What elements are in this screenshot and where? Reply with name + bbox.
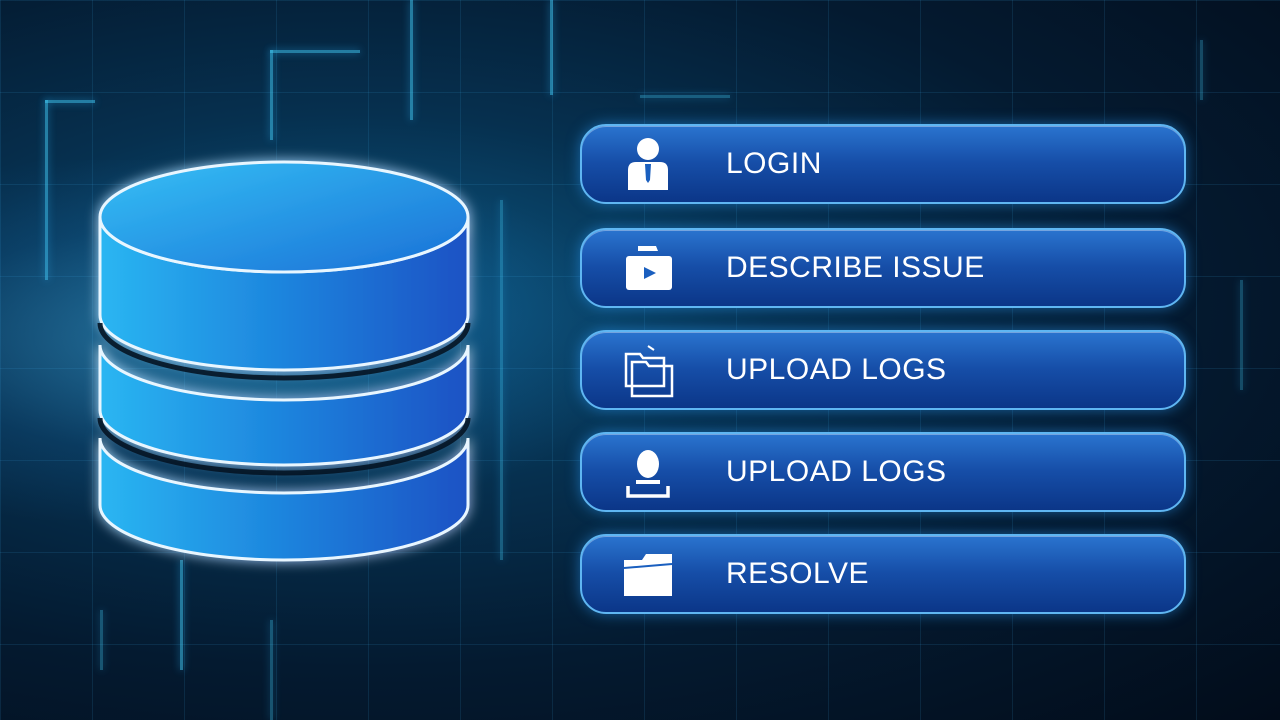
menu-item-label: DESCRIBE ISSUE	[726, 251, 985, 284]
folder-icon	[623, 554, 673, 596]
menu-item-label: UPLOAD LOGS	[726, 455, 947, 488]
folders-icon	[624, 345, 674, 398]
menu-item-login[interactable]: LOGIN	[580, 124, 1186, 204]
issue-folder-icon	[626, 246, 672, 290]
menu-item-label: RESOLVE	[726, 557, 869, 590]
menu-item-label: UPLOAD LOGS	[726, 353, 947, 386]
upload-user-icon	[626, 450, 670, 498]
menu-item-resolve[interactable]: RESOLVE	[580, 534, 1186, 614]
menu-item-upload-logs-secondary[interactable]: UPLOAD LOGS	[580, 432, 1186, 512]
menu-item-describe-issue[interactable]: DESCRIBE ISSUE	[580, 228, 1186, 308]
menu-item-upload-logs[interactable]: UPLOAD LOGS	[580, 330, 1186, 410]
user-icon	[628, 138, 668, 190]
menu-item-label: LOGIN	[726, 147, 822, 180]
